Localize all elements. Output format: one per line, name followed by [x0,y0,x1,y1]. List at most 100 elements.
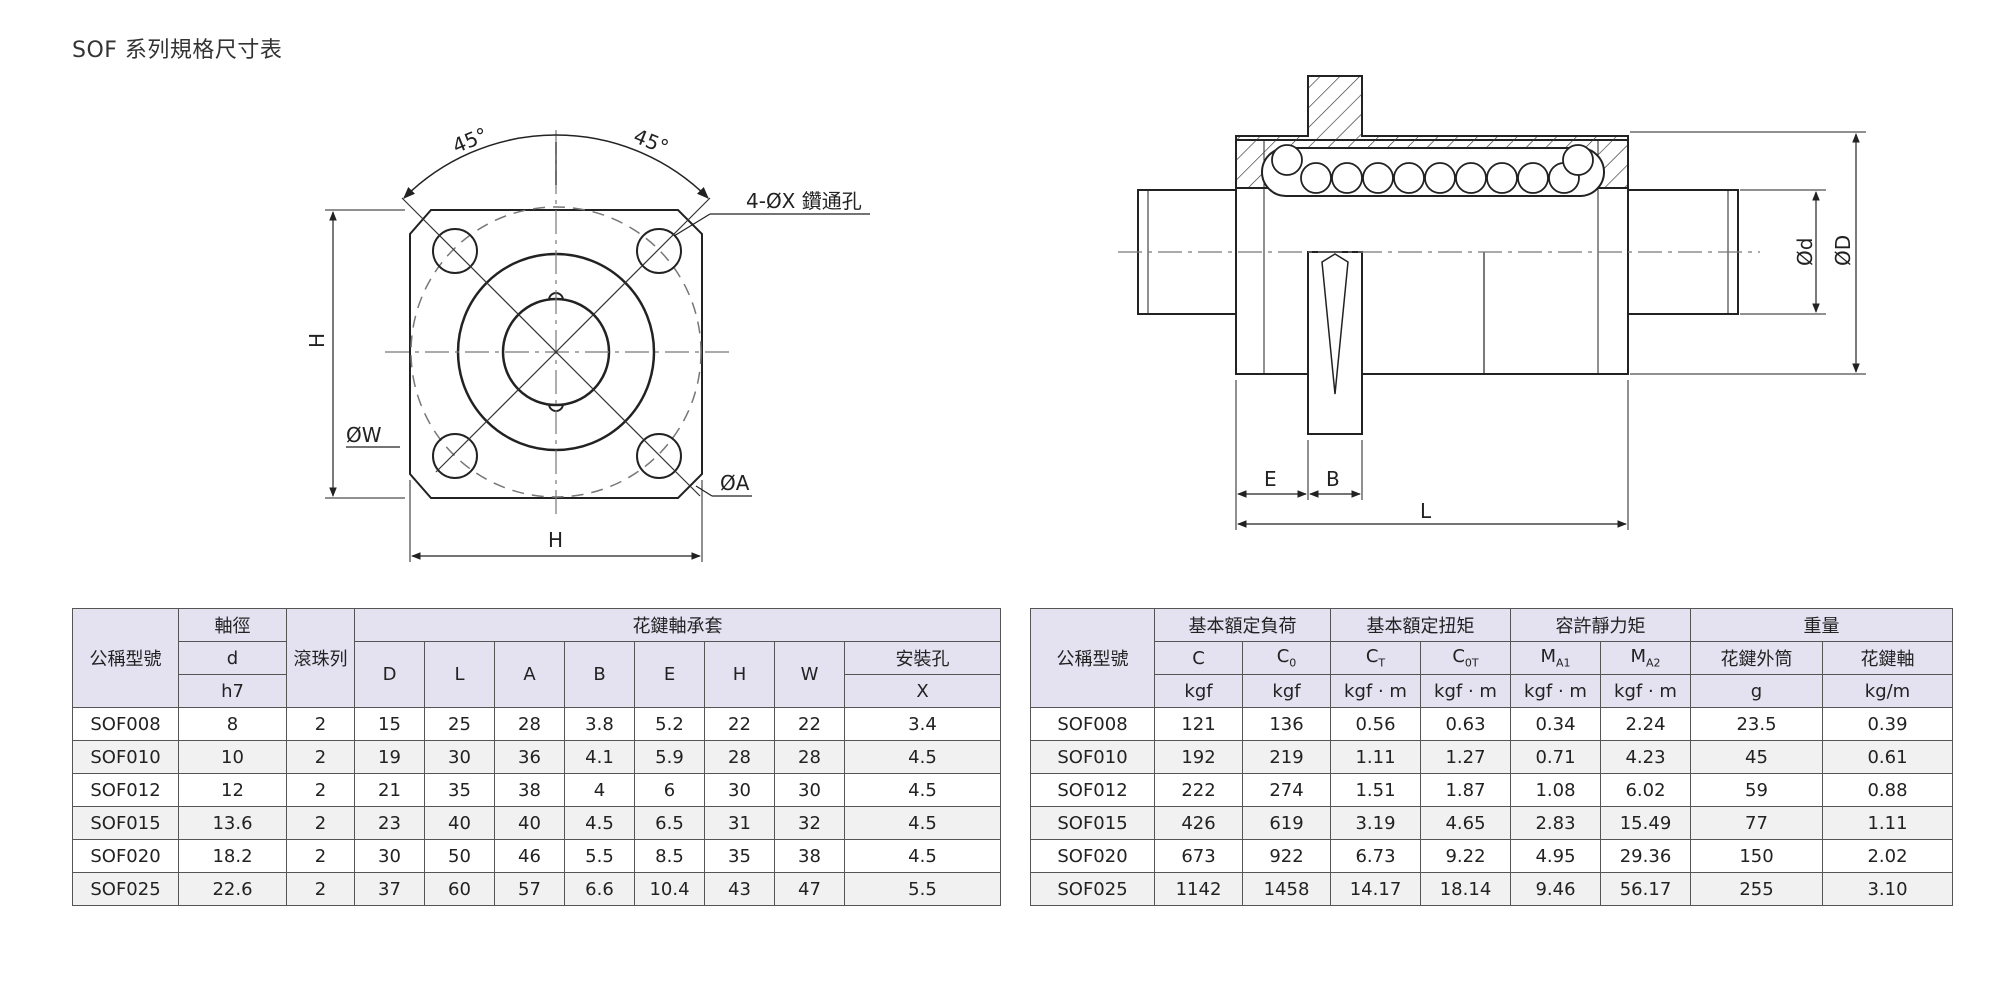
cell: 30 [704,773,775,807]
flange-outline [409,209,703,499]
col-model: 公稱型號 [1030,608,1155,708]
cell: 8.5 [634,839,705,873]
cell: 21 [354,773,425,807]
cell: 2 [286,773,355,807]
cell: SOF010 [72,740,179,774]
col-B: B [564,641,635,708]
cell: 1.87 [1420,773,1511,807]
cell: 9.22 [1420,839,1511,873]
cell: 6.6 [564,872,635,906]
cell: 15 [354,707,425,741]
cell: 30 [354,839,425,873]
cell: 0.71 [1510,740,1601,774]
cell: 13.6 [178,806,287,840]
col-outer: 花鍵外筒 [1690,641,1823,675]
cell: 31 [704,806,775,840]
cell: SOF008 [1030,707,1155,741]
cell: 35 [704,839,775,873]
cell: 38 [774,839,845,873]
cell: 45 [1690,740,1823,774]
cell: 36 [494,740,565,774]
cell: 9.46 [1510,872,1601,906]
cell: 1.27 [1420,740,1511,774]
cell: 2 [286,839,355,873]
cell: 2.83 [1510,806,1601,840]
cell: 2.02 [1822,839,1953,873]
col-sleeve: 花鍵軸承套 [354,608,1001,642]
cell: 0.34 [1510,707,1601,741]
cell: 4.5 [844,839,1001,873]
cell: SOF015 [72,806,179,840]
cell: 47 [774,872,845,906]
cell: 60 [424,872,495,906]
cell: 25 [424,707,495,741]
col-L: L [424,641,495,708]
cell: 18.14 [1420,872,1511,906]
cell: 10 [178,740,287,774]
cell: 1.08 [1510,773,1601,807]
cell: 22.6 [178,872,287,906]
dim-l-label: L [1420,499,1432,523]
cell: 121 [1154,707,1243,741]
col-model: 公稱型號 [72,608,179,708]
col-MA1: MA1 [1510,641,1601,675]
cell: 28 [494,707,565,741]
cell: 274 [1242,773,1331,807]
cell: 4.5 [844,773,1001,807]
dim-h-vertical: H [305,333,329,348]
cell: SOF020 [72,839,179,873]
angle-right-label: 45° [630,124,672,160]
cell: 0.56 [1330,707,1421,741]
cell: 38 [494,773,565,807]
cell: 22 [774,707,845,741]
mount-hole-tl [432,228,478,274]
cell: 1142 [1154,872,1243,906]
cell: 922 [1242,839,1331,873]
hole-label: 4-ØX 鑽通孔 [746,189,862,213]
cell: SOF025 [1030,872,1155,906]
page-title: SOF 系列規格尺寸表 [72,38,283,63]
col-CT: CT [1330,641,1421,675]
cell: 1458 [1242,872,1331,906]
cell: 12 [178,773,287,807]
cell: 426 [1154,806,1243,840]
cell: 59 [1690,773,1823,807]
cell: 1.11 [1330,740,1421,774]
col-basic-load: 基本額定負荷 [1154,608,1331,642]
cell: 30 [774,773,845,807]
dim-d-small: Ød [1793,238,1817,266]
cell: 37 [354,872,425,906]
cell: 3.10 [1822,872,1953,906]
cell: 5.5 [564,839,635,873]
dim-a-label: ØA [720,471,750,495]
cell: 0.63 [1420,707,1511,741]
cell: 28 [704,740,775,774]
cell: 46 [494,839,565,873]
cell: SOF025 [72,872,179,906]
front-view-drawing: 45° 45° 4-ØX 鑽通孔 H H ØW ØA [305,123,870,562]
cell: 2 [286,740,355,774]
cell: 19 [354,740,425,774]
col-mount-hole: 安裝孔 [844,641,1001,675]
dim-d-large: ØD [1831,235,1855,266]
col-D: D [354,641,425,708]
cell: 619 [1242,806,1331,840]
cell: 6.5 [634,806,705,840]
cell: 28 [774,740,845,774]
cell: 150 [1690,839,1823,873]
unit-kgfm: kgf · m [1510,674,1601,708]
cell: 6.73 [1330,839,1421,873]
cell: 2.24 [1600,707,1691,741]
unit-kgfm: kgf · m [1330,674,1421,708]
cell: SOF020 [1030,839,1155,873]
col-H: H [704,641,775,708]
cell: 50 [424,839,495,873]
